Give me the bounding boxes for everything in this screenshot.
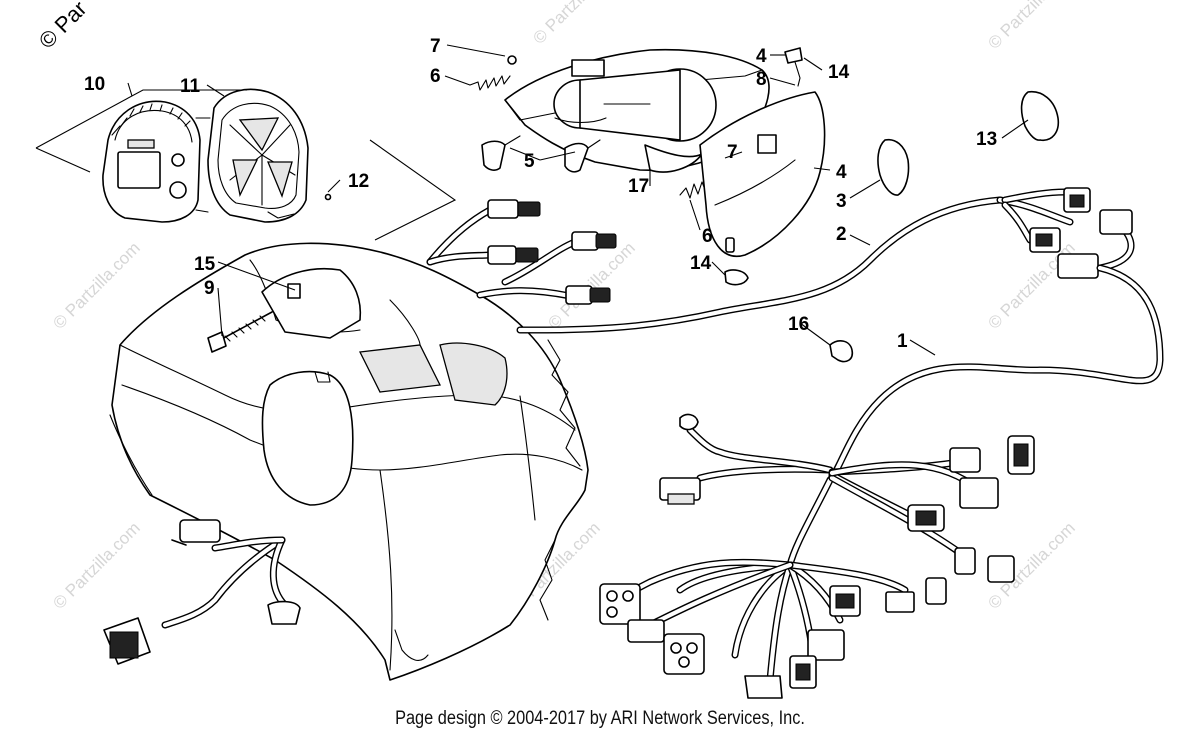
- callout-4: 4: [756, 46, 767, 67]
- callout-15: 15: [194, 254, 216, 275]
- callout-10: 10: [84, 74, 105, 95]
- watermark: © Partzilla.com: [49, 518, 143, 612]
- callout-16: 16: [788, 314, 809, 335]
- clip-16: [829, 340, 854, 363]
- callout-14: 14: [828, 62, 850, 83]
- callout-7: 7: [727, 142, 738, 163]
- callout-2: 2: [836, 224, 847, 245]
- corner-watermark: © Par: [34, 0, 92, 54]
- callout-9: 9: [204, 278, 215, 299]
- page-footer: Page design © 2004-2017 by ARI Network S…: [395, 708, 805, 729]
- hood-fairing: [109, 242, 589, 681]
- callout-6: 6: [702, 226, 713, 247]
- callout-11: 11: [180, 76, 201, 97]
- callout-14: 14: [690, 253, 712, 274]
- retaining-rings: [877, 91, 1060, 196]
- callout-3: 3: [836, 191, 847, 212]
- fairing-harness: [103, 519, 301, 665]
- callout-5: 5: [524, 151, 535, 172]
- callout-17: 17: [628, 176, 649, 197]
- callout-8: 8: [756, 69, 767, 90]
- watermark: © Partzilla.com: [49, 238, 143, 332]
- callout-13: 13: [976, 129, 997, 150]
- watermark: © Partzilla.com: [984, 0, 1078, 53]
- gauge-assembly: [35, 88, 309, 223]
- main-wiring-harness: [599, 187, 1164, 699]
- callout-4: 4: [836, 162, 847, 183]
- mounting-bolt: [207, 283, 301, 353]
- callout-6: 6: [430, 66, 441, 87]
- callout-1: 1: [897, 331, 908, 352]
- callouts: 10 11 12 7 6 5 17 7 4 8 14 4 3 2 6 14 13…: [84, 36, 997, 352]
- screw-12: [324, 193, 332, 201]
- headlight-bracket: [469, 48, 770, 199]
- headlight-harness: [426, 196, 1004, 334]
- side-cover: [699, 47, 826, 286]
- callout-7: 7: [430, 36, 441, 57]
- watermark: © Partzilla.com: [529, 0, 623, 48]
- leader-lines: [127, 44, 1029, 356]
- callout-12: 12: [348, 171, 369, 192]
